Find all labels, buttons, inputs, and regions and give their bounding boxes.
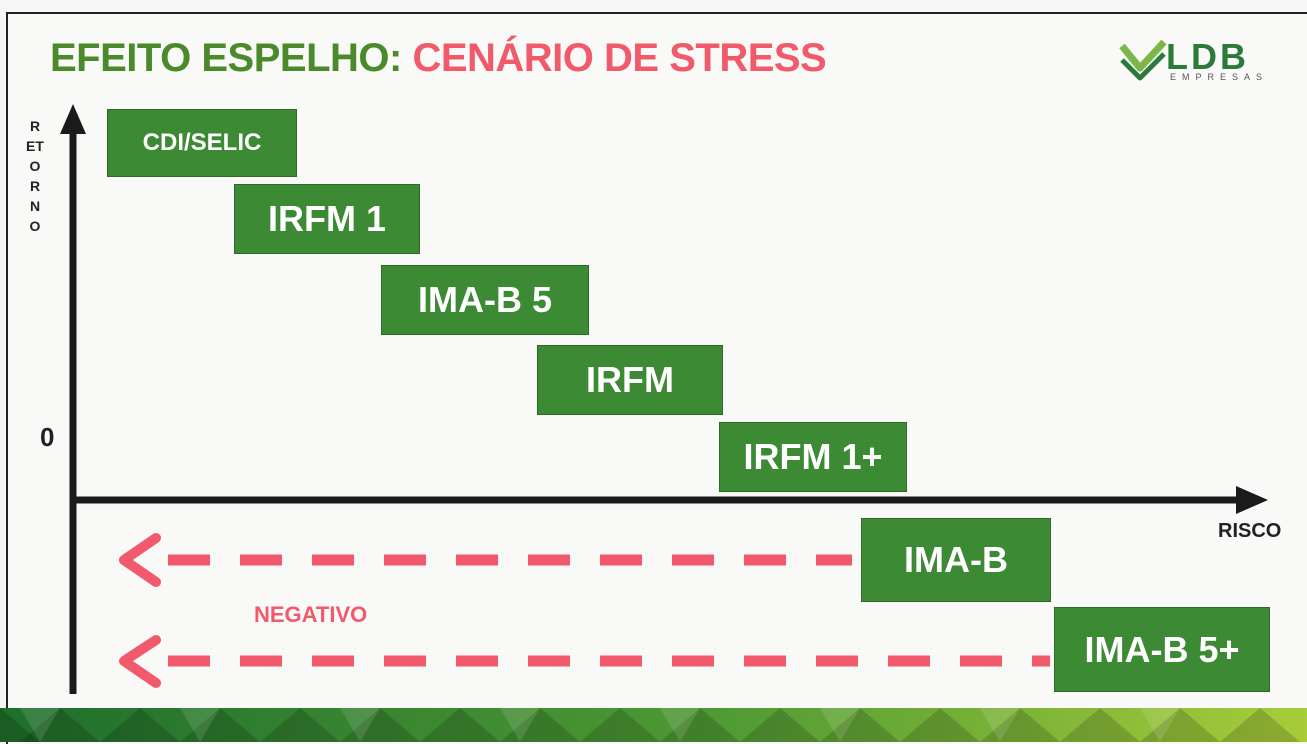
title-part-2: CENÁRIO DE STRESS: [412, 36, 827, 80]
index-box-cdi-selic: CDI/SELIC: [107, 109, 297, 177]
index-box-irfm-1-plus: IRFM 1+: [719, 422, 907, 492]
slide-title: EFEITO ESPELHO: CENÁRIO DE STRESS: [50, 36, 827, 81]
y-axis-arrowhead: [60, 104, 86, 134]
title-part-1: EFEITO ESPELHO:: [50, 36, 402, 80]
index-box-ima-b: IMA-B: [861, 518, 1051, 602]
x-axis-label: RISCO: [1218, 520, 1282, 542]
x-axis-arrowhead: [1236, 486, 1268, 514]
zero-label: 0: [40, 422, 55, 452]
ldb-logo-icon: [1119, 39, 1167, 81]
index-box-irfm: IRFM: [537, 345, 723, 415]
decorative-bottom-band: [0, 708, 1307, 742]
logo-subtitle: EMPRESAS: [1170, 72, 1269, 82]
company-logo: LDB EMPRESAS: [1118, 36, 1278, 90]
index-box-irfm-1: IRFM 1: [234, 184, 420, 254]
index-box-ima-b-5-plus: IMA-B 5+: [1054, 607, 1270, 692]
index-box-ima-b-5: IMA-B 5: [381, 265, 589, 335]
negative-arrow-1-head: [119, 533, 161, 587]
negative-arrow-2-head: [119, 635, 161, 688]
logo-text: LDB: [1166, 36, 1249, 77]
y-axis-label: RETORNO: [26, 118, 44, 234]
negative-label: NEGATIVO: [254, 602, 368, 627]
